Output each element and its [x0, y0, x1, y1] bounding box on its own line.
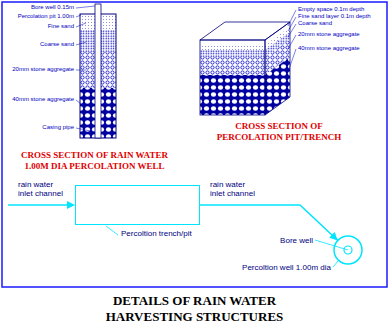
- inlet-channel: [8, 204, 69, 206]
- part-label: 20mm stone aggregate: [12, 66, 74, 73]
- stone-40mm-layer: [200, 75, 265, 115]
- leader-line: [288, 35, 296, 49]
- pit-front-face: [200, 40, 265, 115]
- inlet-channel: [200, 205, 338, 240]
- part-label: 40mm stone aggregate: [12, 96, 74, 103]
- page-title: DETAILS OF RAIN WATER HARVESTING STRUCTU…: [74, 293, 315, 325]
- part-label: rain water inlet channel: [18, 180, 68, 198]
- trench-box: Percoltion trench/pit: [75, 185, 200, 225]
- edge-label: rain water inlet channel: [210, 180, 260, 198]
- well-circle: [333, 235, 363, 265]
- part-label: Coarse sand: [40, 41, 74, 48]
- leader-line: [315, 240, 348, 250]
- part-label: Fine sand: [48, 23, 74, 30]
- section-heading: CROSS SECTION OF RAIN WATER 1.00M DIA PE…: [12, 150, 177, 172]
- part-label: Coarse sand: [298, 20, 332, 27]
- leader-line: [76, 100, 86, 108]
- fine-sand-layer: [200, 45, 265, 50]
- leader-line: [288, 24, 296, 37]
- node-label: Bore well: [280, 236, 313, 245]
- leader-line: [106, 226, 118, 235]
- coarse-sand-layer: [200, 50, 265, 57]
- leader-line: [288, 17, 296, 31]
- well-outline: [334, 236, 362, 264]
- leader-line: [76, 23, 86, 27]
- frame: [2, 2, 387, 287]
- arrow-head: [67, 201, 75, 209]
- percolation-well: Bore wellPercoltion well 1.00m dia: [333, 235, 363, 265]
- node-label: Percoltion well 1.00m dia: [242, 263, 331, 272]
- bore-well-symbol: [344, 246, 352, 254]
- stone-20mm-layer: [200, 57, 265, 75]
- connector-line: [200, 205, 338, 240]
- leader-line: [76, 70, 86, 71]
- part-label: Percolation pit 1.00m: [18, 13, 74, 20]
- leader-line: [76, 6, 95, 8]
- node-label: Percoltion trench/pit: [121, 229, 192, 238]
- pit-side-face: [265, 22, 290, 115]
- leader-line: [288, 49, 296, 72]
- arrow-head: [329, 232, 338, 240]
- leader-line: [333, 261, 338, 267]
- part-label: Empty space 0.1m depth: [298, 6, 364, 13]
- part-label: Bore well 0.15m: [31, 4, 74, 11]
- leader-line: [76, 15, 81, 17]
- part-label: Casing pipe: [42, 124, 74, 131]
- leader-line: [76, 42, 86, 45]
- part-label: 20mm stone aggregate: [298, 31, 360, 38]
- section-heading: CROSS SECTION OF PERCOLATION PIT/TRENCH: [203, 121, 355, 143]
- part-label: Fine sand layer 0.1m depth: [298, 13, 371, 20]
- leader-line: [76, 128, 95, 132]
- part-label: 40mm stone aggregate: [298, 45, 360, 52]
- bore-pipe: [95, 4, 101, 138]
